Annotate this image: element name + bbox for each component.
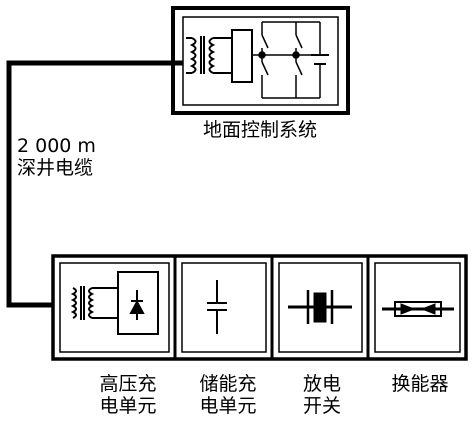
unit-label-line: 高压充	[99, 373, 157, 395]
switch-network-icon	[252, 21, 329, 99]
deep-well-cable	[6, 60, 183, 308]
unit-label-hv-charging: 高压充 电单元	[78, 373, 178, 417]
cable-name-label: 深井电缆	[17, 157, 94, 179]
unit-label-storage-charging: 储能充 电单元	[178, 373, 278, 417]
capacitor-icon	[207, 280, 227, 334]
rectifier-block	[231, 29, 253, 83]
unit-label-transducer: 换能器	[370, 373, 470, 395]
cable-length-label: 2 000 m	[17, 135, 96, 157]
diode-icon	[129, 290, 145, 320]
unit-label-line: 电单元	[99, 395, 157, 417]
ground-control-label: 地面控制系统	[202, 119, 317, 141]
unit-label-line: 开关	[302, 395, 341, 417]
transformer-icon	[186, 36, 232, 74]
unit-label-discharge-switch: 放电 开关	[272, 373, 372, 417]
unit-label-line: 电单元	[199, 395, 257, 417]
hv-transformer-icon	[70, 271, 159, 335]
downhole-units-box	[51, 254, 468, 361]
unit-label-line: 放电	[302, 373, 341, 395]
unit-label-line: 储能充	[199, 373, 257, 395]
discharge-switch-icon	[288, 290, 352, 324]
unit-label-line: 换能器	[391, 373, 449, 395]
ground-control-box	[171, 6, 350, 115]
transducer-icon	[382, 301, 454, 317]
